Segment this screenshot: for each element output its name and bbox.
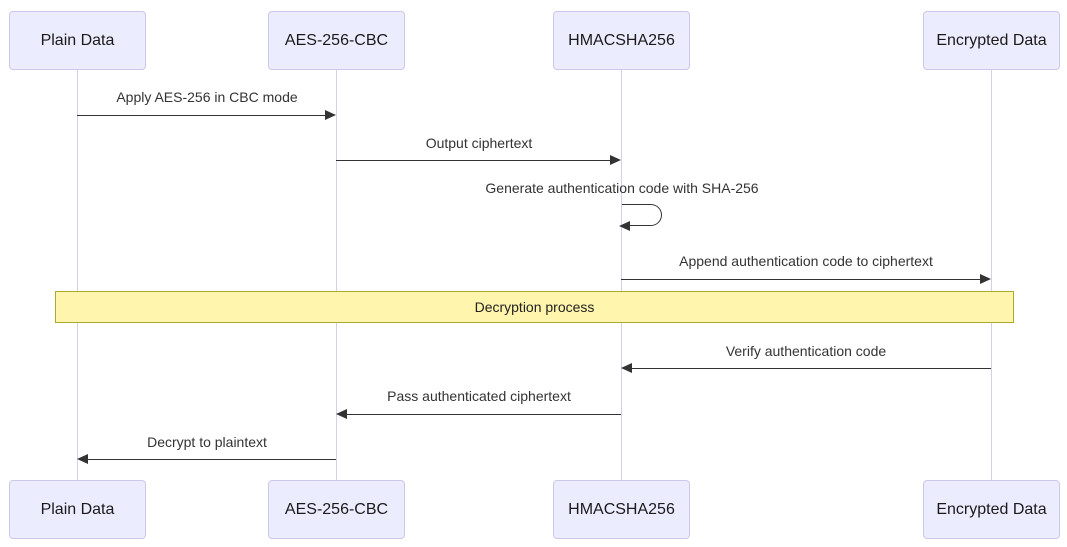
message-label-verify-auth-code: Verify authentication code bbox=[725, 343, 887, 359]
message-arrow-decrypt-to-plaintext bbox=[77, 454, 336, 464]
lifeline-aes-256-cbc bbox=[336, 68, 337, 482]
message-arrow-verify-auth-code bbox=[621, 363, 991, 373]
note-label: Decryption process bbox=[474, 299, 595, 315]
message-label-apply-aes: Apply AES-256 in CBC mode bbox=[116, 89, 298, 105]
actor-bottom-aes-256-cbc: AES-256-CBC bbox=[268, 480, 405, 539]
message-label-decrypt-to-plaintext: Decrypt to plaintext bbox=[147, 434, 267, 450]
actor-bottom-encrypted-data: Encrypted Data bbox=[923, 480, 1060, 539]
message-label-output-ciphertext: Output ciphertext bbox=[425, 135, 533, 151]
message-label-pass-authenticated: Pass authenticated ciphertext bbox=[387, 388, 571, 404]
actor-top-plain-data: Plain Data bbox=[9, 11, 146, 70]
message-arrow-pass-authenticated bbox=[336, 409, 621, 419]
lifeline-hmacsha256 bbox=[621, 68, 622, 482]
message-label-append-auth-code: Append authentication code to ciphertext bbox=[679, 253, 933, 269]
actor-top-hmacsha256: HMACSHA256 bbox=[553, 11, 690, 70]
actor-bottom-plain-data: Plain Data bbox=[9, 480, 146, 539]
message-label-generate-auth-code: Generate authentication code with SHA-25… bbox=[485, 180, 759, 196]
message-self-loop-arrow bbox=[619, 204, 662, 231]
message-arrow-append-auth-code bbox=[621, 274, 991, 284]
actor-top-encrypted-data: Encrypted Data bbox=[923, 11, 1060, 70]
message-arrow-apply-aes bbox=[77, 110, 336, 120]
message-arrow-output-ciphertext bbox=[336, 155, 621, 165]
actor-bottom-hmacsha256: HMACSHA256 bbox=[553, 480, 690, 539]
actor-top-aes-256-cbc: AES-256-CBC bbox=[268, 11, 405, 70]
note-decryption-process: Decryption process bbox=[55, 291, 1014, 323]
lifeline-plain-data bbox=[77, 68, 78, 482]
lifeline-encrypted-data bbox=[991, 68, 992, 482]
